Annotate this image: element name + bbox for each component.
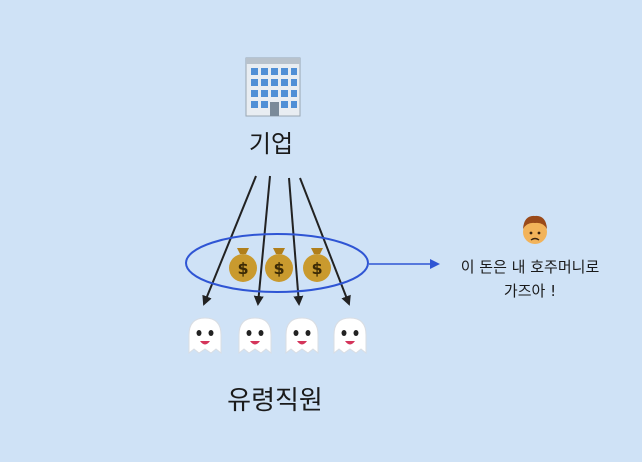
svg-text:$: $ — [273, 259, 284, 278]
speech-line-2: 가즈아 ! — [503, 282, 557, 300]
svg-text:$: $ — [311, 259, 322, 278]
speech-text: 이 돈은 내 호주머니로 가즈아 ! — [440, 255, 620, 303]
arrow-to-ghost-3 — [288, 177, 304, 306]
ghost-icon — [333, 317, 367, 355]
person-pouting-icon — [523, 215, 547, 244]
speech-line-1: 이 돈은 내 호주머니로 — [460, 258, 600, 276]
arrow-to-ghost-1 — [202, 175, 257, 306]
ghost-employees-label: 유령직원 — [227, 386, 323, 416]
arrow-to-ghost-2 — [253, 175, 271, 306]
money-bag-icon: $ — [265, 248, 293, 282]
money-bag-icon: $ — [229, 248, 257, 282]
money-highlight-ellipse — [185, 233, 369, 293]
office-building-icon — [245, 57, 301, 117]
money-bags: $ $ $ — [229, 248, 331, 282]
svg-text:$: $ — [237, 259, 248, 278]
ghosts — [188, 317, 367, 355]
ghost-icon — [285, 317, 319, 355]
ghost-icon — [238, 317, 272, 355]
ghost-icon — [188, 317, 222, 355]
arrow-to-ghost-4 — [299, 177, 351, 306]
money-bag-icon: $ — [303, 248, 331, 282]
company-label: 기업 — [248, 130, 294, 158]
